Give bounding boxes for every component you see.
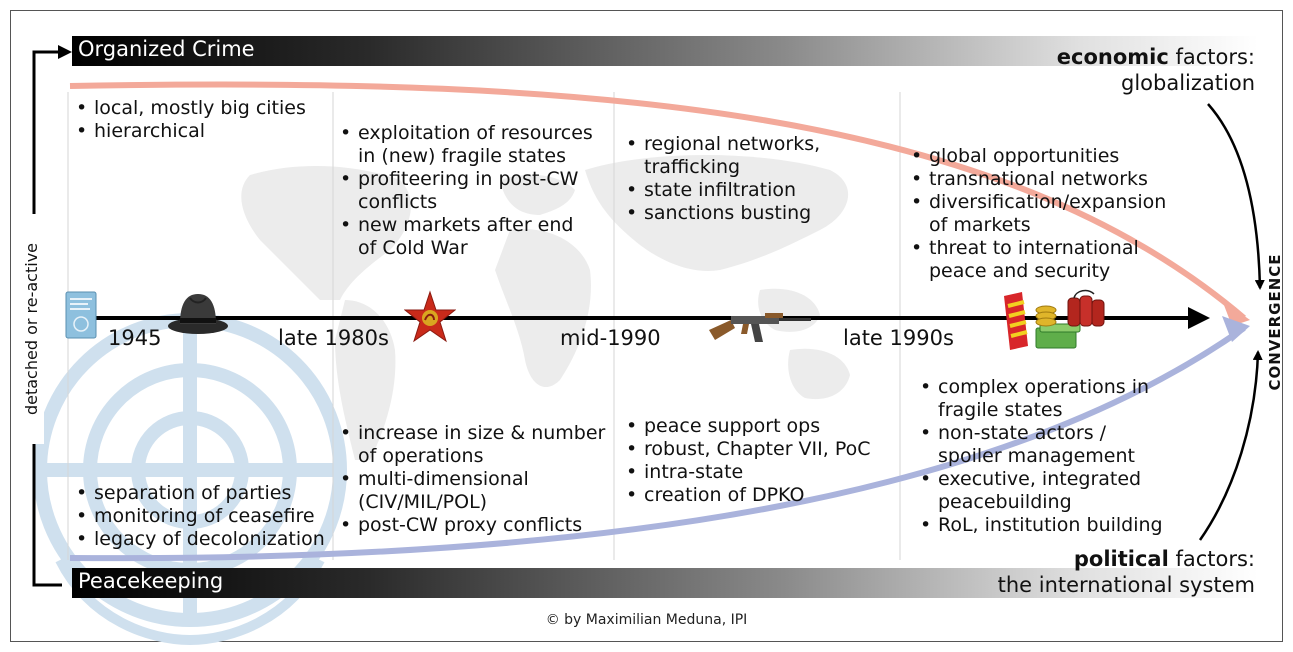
detached-or-reactive-label: detached or re-active — [20, 214, 44, 444]
list-item: sanctions busting — [626, 202, 820, 225]
list-item: multi-dimensional — [340, 468, 605, 491]
diagram-frame — [10, 10, 1283, 642]
fedora-hat-icon — [168, 294, 228, 334]
list-item-continued: peacebuilding — [938, 491, 1072, 513]
list-item-continued: of Cold War — [358, 237, 468, 259]
political-factors-detail: the international system — [997, 573, 1255, 597]
side-bracket-top-arrowhead — [58, 45, 72, 59]
list-item: exploitation of resources — [340, 122, 593, 145]
copyright-notice: © by Maximilian Meduna, IPI — [545, 612, 748, 628]
list-item: robust, Chapter VII, PoC — [626, 438, 871, 461]
list-item: peace support ops — [626, 415, 871, 438]
political-factors-rest: factors: — [1168, 547, 1255, 571]
date-late-1990s: late 1990s — [843, 326, 954, 350]
list-item: local, mostly big cities — [76, 97, 306, 120]
list-item-continued: of operations — [358, 445, 484, 467]
list-item: state infiltration — [626, 179, 820, 202]
peace-list-late-1980s: increase in size & number of operations … — [340, 422, 605, 537]
political-factors-label: political factors: the international sys… — [998, 546, 1255, 598]
timeline-arrowhead — [1188, 307, 1210, 329]
list-item: separation of parties — [76, 482, 325, 505]
list-item: intra-state — [626, 461, 871, 484]
list-item-continued: conflicts — [358, 191, 438, 213]
list-item: hierarchical — [76, 120, 306, 143]
economic-factors-label: economic factors: globalization — [1057, 44, 1255, 96]
list-item: RoL, institution building — [920, 514, 1163, 537]
peacekeeping-curve-arrowhead — [1222, 316, 1250, 342]
economic-arrow — [1207, 103, 1265, 290]
list-item: non-state actors / — [920, 422, 1163, 445]
date-late-1980s: late 1980s — [278, 326, 389, 350]
list-item: post-CW proxy conflicts — [340, 514, 605, 537]
list-item-continued: (CIV/MIL/POL) — [358, 491, 488, 513]
ak47-rifle-icon — [709, 313, 811, 342]
list-item-continued: in (new) fragile states — [358, 145, 567, 167]
list-item: executive, integrated — [920, 468, 1163, 491]
list-item-continued: of markets — [929, 214, 1031, 236]
list-item: global opportunities — [911, 145, 1166, 168]
soviet-star-icon — [404, 290, 456, 343]
crime-curve-arrowhead — [1222, 300, 1250, 326]
organized-crime-title: Organized Crime — [78, 37, 255, 61]
political-factors-bold: political — [1073, 547, 1169, 571]
list-item: regional networks, — [626, 133, 820, 156]
date-1945: 1945 — [108, 326, 162, 350]
crime-list-1945: local, mostly big cities hierarchical — [76, 97, 306, 143]
convergence-label: CONVERGENCE — [1266, 253, 1284, 391]
list-item: threat to international — [911, 237, 1166, 260]
list-item-continued: trafficking — [644, 156, 741, 178]
political-arrow — [1198, 350, 1263, 541]
list-item: monitoring of ceasefire — [76, 505, 325, 528]
peace-list-mid-1990: peace support ops robust, Chapter VII, P… — [626, 415, 871, 507]
crime-list-mid-1990: regional networks, trafficking state inf… — [626, 133, 820, 225]
list-item: transnational networks — [911, 168, 1166, 191]
peace-list-late-1990s: complex operations in fragile states non… — [920, 376, 1163, 537]
list-item: profiteering in post-CW — [340, 168, 593, 191]
crime-list-late-1990s: global opportunities transnational netwo… — [911, 145, 1166, 283]
peacekeeping-title: Peacekeeping — [78, 569, 224, 593]
list-item: diversification/expansion — [911, 191, 1166, 214]
economic-factors-bold: economic — [1056, 45, 1169, 69]
list-item: complex operations in — [920, 376, 1163, 399]
economic-factors-detail: globalization — [1121, 71, 1255, 95]
economic-factors-rest: factors: — [1168, 45, 1255, 69]
date-mid-1990: mid-1990 — [560, 326, 661, 350]
crime-list-late-1980s: exploitation of resources in (new) fragi… — [340, 122, 593, 260]
peacekeeping-band: Peacekeeping — [72, 568, 1258, 598]
un-charter-book-icon — [65, 291, 97, 339]
list-item: increase in size & number — [340, 422, 605, 445]
peace-list-1945: separation of parties monitoring of ceas… — [76, 482, 325, 551]
list-item-continued: fragile states — [938, 399, 1063, 421]
list-item: creation of DPKO — [626, 484, 871, 507]
list-item-continued: spoiler management — [938, 445, 1135, 467]
list-item: new markets after end — [340, 214, 593, 237]
list-item-continued: peace and security — [929, 260, 1111, 282]
organized-crime-band: Organized Crime — [72, 36, 1258, 66]
money-and-dynamite-icon — [1004, 289, 1105, 350]
list-item: legacy of decolonization — [76, 528, 325, 551]
period-dividers — [67, 92, 901, 560]
